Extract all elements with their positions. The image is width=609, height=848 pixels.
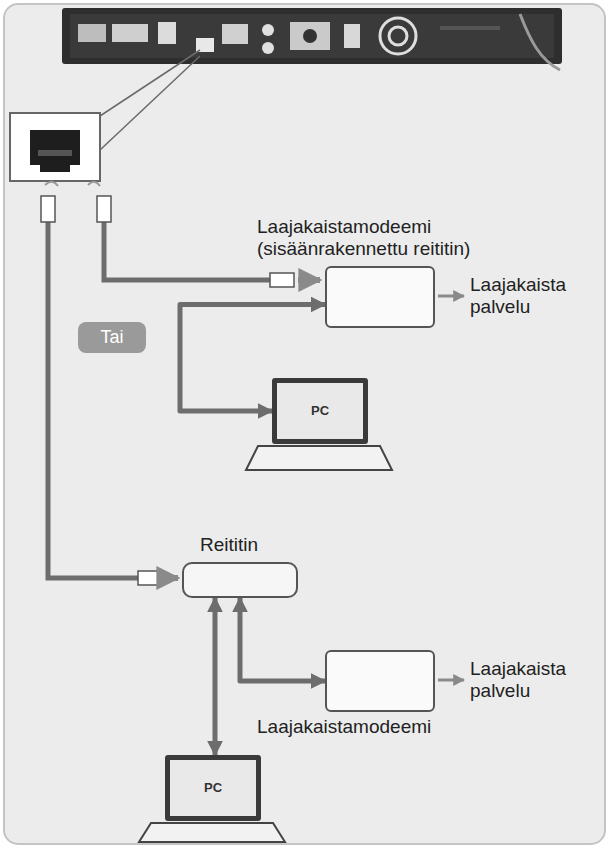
leader-line	[100, 56, 200, 150]
node-text: Tai	[100, 327, 123, 348]
background-panel	[4, 4, 605, 844]
broadband-modem: Laajakaistamodeemi	[325, 650, 435, 712]
service-label: Laajakaista palvelu	[470, 274, 566, 318]
lan-port-inset	[10, 113, 100, 186]
rj45-plug	[41, 196, 294, 585]
plug-arrow	[164, 575, 178, 581]
service-arrow	[438, 295, 464, 298]
network-cable	[213, 598, 218, 755]
laptop-base	[139, 823, 285, 842]
router: Reititin	[182, 562, 298, 598]
pc-laptop: PC	[272, 378, 368, 444]
node-text: PC	[311, 404, 329, 419]
node-heading: Laajakaistamodeemi	[257, 716, 517, 738]
pc-laptop: PC	[165, 755, 261, 821]
node-heading: Laajakaistamodeemi (sisäänrakennettu rei…	[257, 216, 532, 260]
service-label: Laajakaista palvelu	[470, 658, 566, 702]
lan-cable	[48, 222, 292, 578]
alternative-badge: Tai	[78, 322, 146, 353]
plug-arrow	[298, 277, 320, 283]
node-text: PC	[204, 781, 222, 796]
leader-line	[100, 50, 200, 116]
broadband-modem: Laajakaistamodeemi (sisäänrakennettu rei…	[325, 266, 435, 328]
device-rear-panel	[62, 8, 562, 70]
network-cable	[240, 598, 325, 681]
service-arrow	[438, 679, 464, 682]
laptop-base	[246, 446, 392, 470]
node-heading: Reititin	[200, 534, 320, 556]
